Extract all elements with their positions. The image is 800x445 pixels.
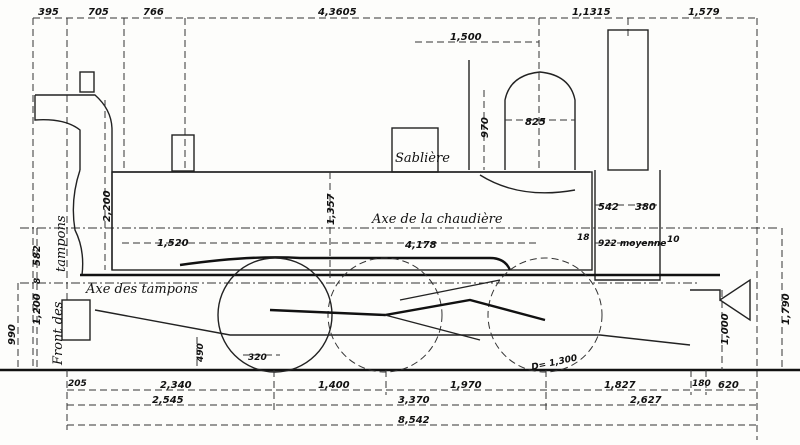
dim-cab-height: 2,200 [102, 190, 113, 222]
label-buffers: tampons [54, 215, 69, 272]
front-buffer [690, 278, 751, 322]
dim-18: 18 [577, 233, 590, 243]
cab [34, 71, 113, 276]
dim-tube-length: 4,178 [404, 240, 437, 251]
wheels [217, 257, 603, 373]
top-dim-705: 705 [88, 7, 109, 18]
label-sandbox: Sablière [395, 151, 450, 166]
bottom-dim-180: 180 [692, 379, 711, 389]
dim-922-moyenne: 922 moyenne [598, 239, 666, 249]
dim-542: 542 [598, 202, 619, 213]
dim-8: 8 [33, 278, 43, 284]
frame-bottom [94, 309, 691, 346]
bottom-dim-2340: 2,340 [160, 380, 192, 391]
rear-buffer [61, 299, 91, 341]
bottom-dim-205: 205 [68, 379, 87, 389]
dim-320: 320 [248, 353, 267, 363]
top-dim-43605: 4,3605 [317, 7, 357, 18]
dim-dome-height: 970 [480, 117, 491, 138]
dim-1200: 1,200 [32, 293, 43, 325]
steam-dome [504, 71, 576, 170]
dim-dome-width: 825 [525, 117, 546, 128]
bottom-dim-total: 8,542 [398, 415, 430, 426]
top-dim-1579: 1,579 [688, 7, 720, 18]
dim-582: 582 [32, 245, 43, 266]
bottom-dim-1970: 1,970 [450, 380, 482, 391]
dim-990: 990 [7, 324, 18, 345]
middle-wheel [327, 257, 443, 373]
dim-dome-offset: 1,500 [450, 32, 482, 43]
bottom-dim-3370: 3,370 [398, 395, 430, 406]
top-dim-11315: 1,1315 [572, 7, 611, 18]
top-dim-395: 395 [38, 7, 59, 18]
rear-wheel [217, 257, 333, 373]
bottom-dim-1827: 1,827 [604, 380, 636, 391]
bottom-dim-1400: 1,400 [318, 380, 350, 391]
bottom-dim-620: 620 [718, 380, 739, 391]
dim-1790: 1,790 [781, 293, 792, 325]
dim-1520: 1,520 [157, 238, 189, 249]
top-dimension-line [32, 17, 758, 440]
bottom-dim-2627: 2,627 [630, 395, 662, 406]
bottom-dim-2545: 2,545 [152, 395, 184, 406]
bottom-dimension-lines [66, 370, 757, 430]
dim-10: 10 [667, 235, 680, 245]
label-buffer-axis: Axe des tampons [85, 282, 198, 297]
dim-boiler-axis: 1,357 [326, 193, 337, 225]
dim-380: 380 [635, 202, 656, 213]
label-boiler-axis: Axe de la chaudière [371, 212, 503, 227]
front-wheel [487, 257, 603, 373]
top-dim-766: 766 [143, 7, 164, 18]
sandbox [391, 127, 439, 173]
dim-1000: 1,000 [720, 313, 731, 345]
chimney [607, 29, 649, 171]
dim-490: 490 [196, 343, 206, 363]
boiler [111, 29, 661, 281]
label-buffer-front: Front des [51, 301, 66, 366]
safety-valve [171, 134, 195, 172]
